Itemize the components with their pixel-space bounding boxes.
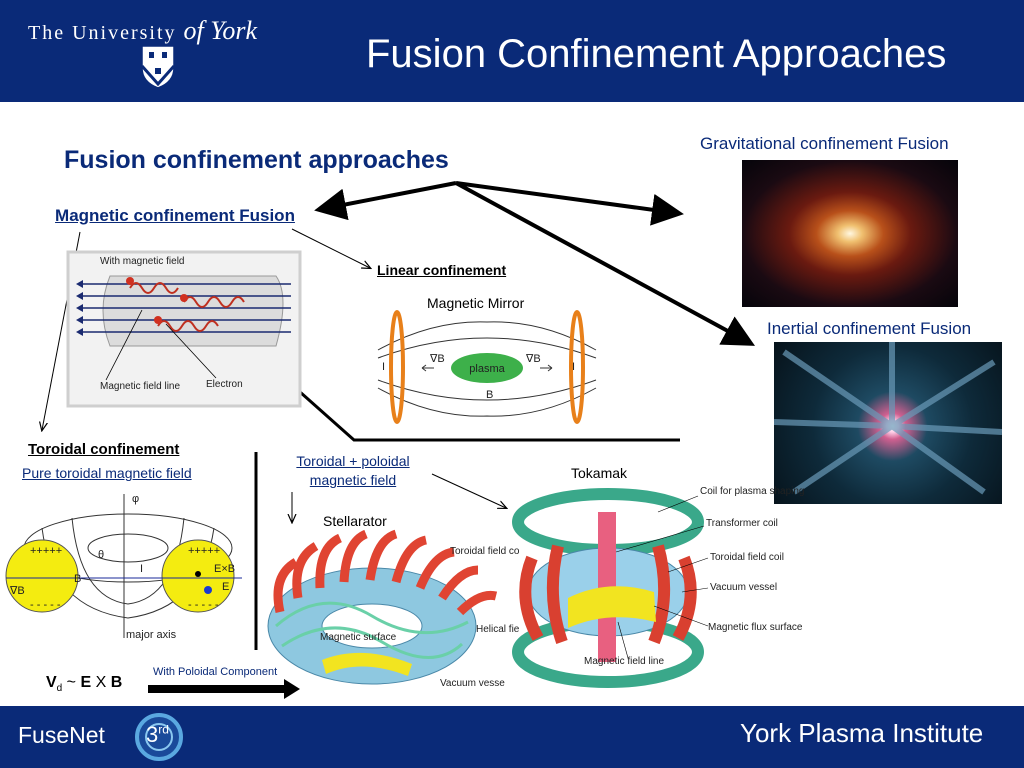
toroidal-poloidal-link[interactable]: Toroidal + poloidal magnetic field xyxy=(296,453,410,488)
stellarator-vessel-label: Vacuum vesse xyxy=(440,678,505,689)
phi-label: φ xyxy=(132,493,139,505)
electron-label: Electron xyxy=(206,379,243,390)
major-axis-label: major axis xyxy=(126,629,177,641)
mirror-current-right: I xyxy=(572,361,575,373)
university-prefix: The University xyxy=(28,22,177,44)
page-title: Fusion Confinement Approaches xyxy=(366,32,947,76)
stellarator-helical-label: Helical field coil xyxy=(476,624,520,635)
magnetic-mirror-diagram: plasma ∇B ∇B I I B xyxy=(377,310,597,424)
tokamak-flux-label: Magnetic flux surface xyxy=(708,622,803,633)
tokamak-vessel-label: Vacuum vessel xyxy=(710,582,777,593)
drift-b: B xyxy=(110,674,123,691)
toroidal-confinement-label: Toroidal confinement xyxy=(28,441,180,458)
third-badge-text: 3rd xyxy=(146,722,169,748)
magnetic-field-sketch: With magnetic field Magnetic field line … xyxy=(66,250,302,408)
minus-right: - - - - - xyxy=(188,599,219,611)
stellarator-toroidal-label: Toroidal field coil xyxy=(450,546,520,557)
tokamak-shaping-label: Coil for plasma shaping xyxy=(700,486,804,497)
drift-formula: Vd ~ E X B xyxy=(46,674,122,694)
university-logo-text: The University of York xyxy=(28,16,257,46)
university-of-york: of York xyxy=(183,16,257,45)
bracket-line xyxy=(299,390,680,442)
badge-suffix: rd xyxy=(158,722,169,737)
drift-e: E xyxy=(80,674,92,691)
tokamak-fieldline-label: Magnetic field line xyxy=(584,656,664,667)
drift-x: X xyxy=(91,674,111,691)
minus-left: - - - - - xyxy=(30,599,61,611)
tokamak-transformer-label: Transformer coil xyxy=(706,518,778,529)
torus-current-label: I xyxy=(140,563,143,575)
inertial-confinement-image xyxy=(774,342,1002,504)
footer-fusenet: FuseNet xyxy=(18,722,105,748)
arrow-to-gravitational xyxy=(455,181,684,226)
footer-york-plasma-institute: York Plasma Institute xyxy=(740,718,984,748)
with-poloidal-label: With Poloidal Component xyxy=(153,666,278,678)
tokamak-diagram: Coil for plasma shaping Transformer coil… xyxy=(512,486,804,688)
mirror-b-label: B xyxy=(486,389,493,401)
plus-right: +++++ xyxy=(188,545,220,557)
pure-toroidal-link[interactable]: Pure toroidal magnetic field xyxy=(22,465,192,481)
tokamak-label: Tokamak xyxy=(571,465,628,481)
university-crest-icon xyxy=(140,45,176,89)
gravitational-confinement-label: Gravitational confinement Fusion xyxy=(700,134,949,153)
linear-confinement-label: Linear confinement xyxy=(377,262,507,278)
stellarator-diagram: Magnetic surface Toroidal field coil Hel… xyxy=(267,529,520,689)
pure-toroidal-diagram: φ θ I +++++ +++++ - - - - - - - - - - ∇B… xyxy=(5,493,242,641)
plasma-label: plasma xyxy=(469,363,505,375)
mirror-current-left: I xyxy=(382,361,385,373)
torus-exb: E×B xyxy=(214,563,235,575)
drift-v: V xyxy=(46,674,57,691)
tokamak-toroidal-label: Toroidal field coil xyxy=(710,552,784,563)
gravitational-confinement-image xyxy=(742,160,958,307)
theta-label: θ xyxy=(98,549,104,561)
magnetic-mirror-title: Magnetic Mirror xyxy=(427,295,525,311)
drift-sub: d xyxy=(56,683,63,695)
arrow-to-inertial xyxy=(455,181,756,346)
torus-b: B xyxy=(74,573,81,585)
arrow-to-tokamak xyxy=(431,473,506,508)
magnetic-confinement-link[interactable]: Magnetic confinement Fusion xyxy=(55,206,295,225)
poloidal-arrow-head xyxy=(284,679,300,699)
field-line-label: Magnetic field line xyxy=(100,381,180,392)
plus-left: +++++ xyxy=(30,545,62,557)
arrow-to-linear xyxy=(291,228,370,268)
torus-gradb: ∇B xyxy=(9,585,25,597)
arrow-to-magnetic xyxy=(314,181,457,221)
section-heading: Fusion confinement approaches xyxy=(64,146,449,174)
stellarator-label: Stellarator xyxy=(323,513,387,529)
third-badge-icon xyxy=(135,713,183,761)
sketch-caption: With magnetic field xyxy=(100,256,184,267)
drift-tilde: ~ xyxy=(62,674,81,691)
mirror-gradb-right: ∇B xyxy=(525,353,541,365)
mirror-gradb-left: ∇B xyxy=(429,353,445,365)
torus-e: E xyxy=(222,581,229,593)
stellarator-surface-label: Magnetic surface xyxy=(320,632,397,643)
badge-number: 3 xyxy=(146,722,159,747)
inertial-confinement-label: Inertial confinement Fusion xyxy=(767,319,972,338)
